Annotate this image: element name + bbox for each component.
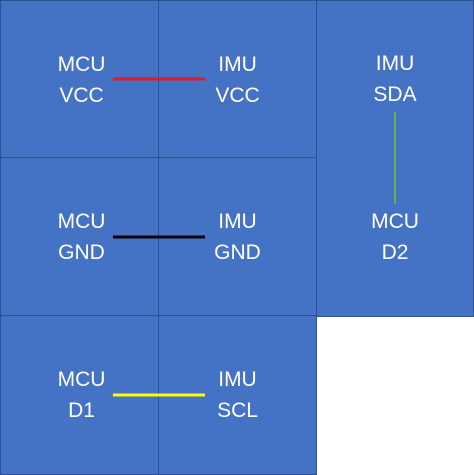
imu-scl-block: IMU SCL [158,315,317,475]
mcu-d1-label: MCU D1 [55,364,106,426]
mcu-vcc-block: MCU VCC [0,0,160,159]
mcu-d2-label: MCU D2 [316,206,474,268]
imu-gnd-block: IMU GND [158,157,317,317]
mcu-gnd-label: MCU GND [55,206,106,268]
block-title: IMU [218,210,257,233]
imu-vcc-block: IMU VCC [158,0,317,159]
block-title: IMU [375,52,415,75]
pin-name: SCL [217,399,258,422]
imu-gnd-label: IMU GND [214,206,261,268]
block-title: MCU [57,368,106,391]
imu-vcc-label: IMU VCC [215,49,259,111]
block-title: IMU [218,52,257,76]
mcu-d1-block: MCU D1 [0,315,160,475]
pin-name: D2 [381,241,409,264]
pin-name: VCC [59,83,104,107]
pin-name: VCC [215,83,260,107]
imu-sda-label: IMU SDA [316,48,474,110]
pin-name: D1 [68,399,95,422]
pin-name: GND [58,241,105,264]
pin-name: SDA [373,83,417,106]
imu-scl-label: IMU SCL [217,364,258,426]
block-title: MCU [57,52,106,76]
block-title: MCU [371,210,419,233]
block-title: IMU [218,368,257,391]
block-title: MCU [57,210,106,233]
mcu-vcc-label: MCU VCC [55,49,106,111]
mcu-gnd-block: MCU GND [0,157,160,317]
pin-name: GND [214,241,261,264]
